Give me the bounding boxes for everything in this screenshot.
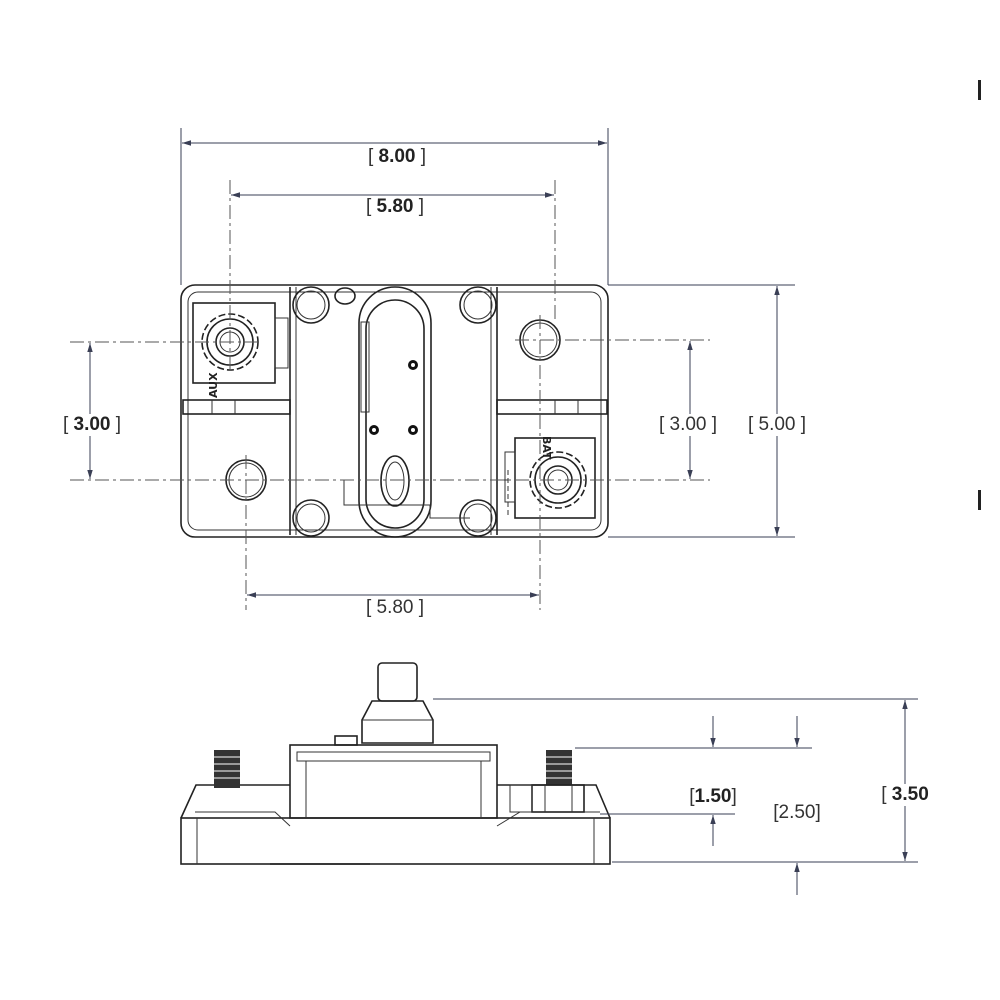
top-view-dimensions	[70, 128, 795, 610]
aux-label: AUX	[207, 372, 220, 398]
aux-terminal	[192, 302, 289, 384]
edge-mark	[978, 80, 981, 100]
dim-right-offset: [ 3.00 ]	[654, 414, 722, 436]
edge-mark	[978, 490, 981, 510]
top-view	[180, 284, 609, 538]
dim-left-offset: [ 3.00 ]	[58, 414, 126, 436]
bat-label: BAT	[540, 436, 553, 460]
side-view	[180, 662, 611, 865]
bat-terminal	[504, 437, 596, 519]
side-view-dimensions	[433, 698, 918, 895]
dim-stud-height: [1.50]	[685, 786, 741, 808]
dim-terminal-spacing-bottom: [ 5.80 ]	[361, 597, 429, 619]
dim-overall-side-height: [ 3.50	[877, 784, 933, 806]
dim-body-height: [2.50]	[769, 802, 825, 824]
dim-overall-height: [ 5.00 ]	[743, 414, 811, 436]
dim-overall-width: [ 8.00 ]	[363, 146, 431, 168]
dim-terminal-spacing-top: [ 5.80 ]	[361, 196, 429, 218]
